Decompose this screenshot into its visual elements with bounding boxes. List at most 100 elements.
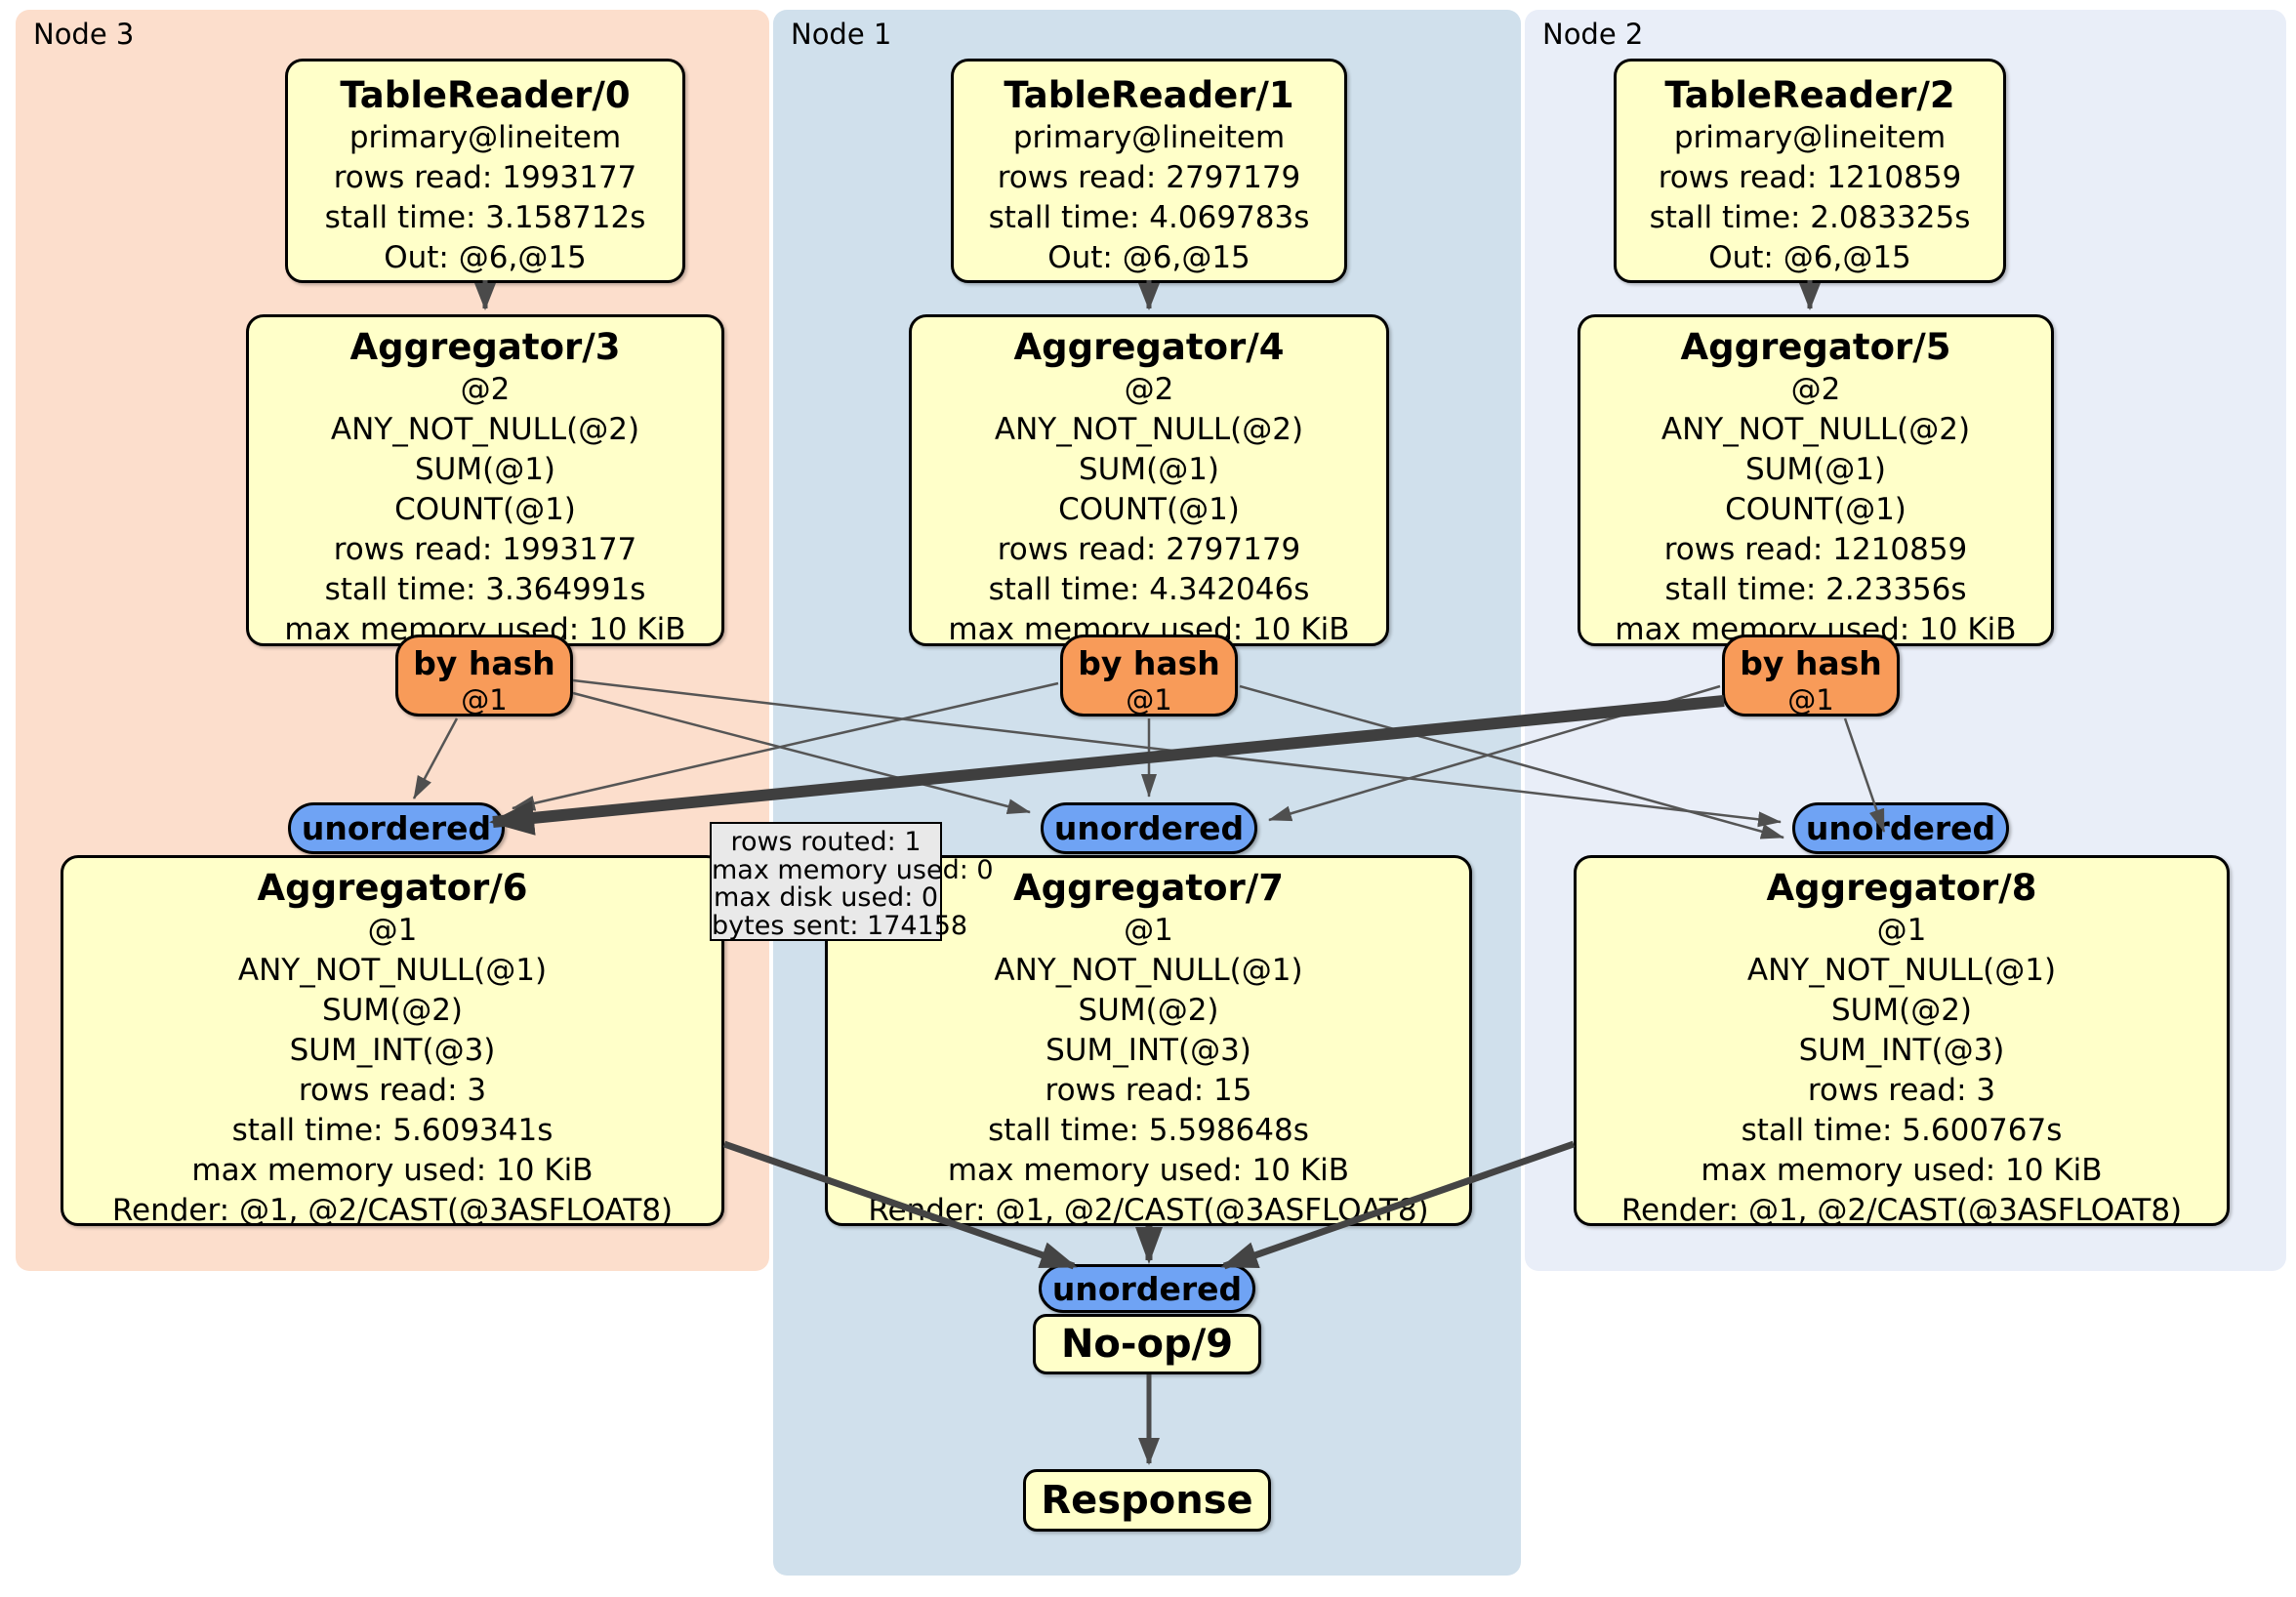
processor-detail: max memory used: 10 KiB (191, 1153, 594, 1188)
processor-detail: SUM(@1) (1744, 452, 1887, 487)
processor-title: TableReader/0 (340, 74, 631, 116)
processor-aggregator-6: Aggregator/6 @1 ANY_NOT_NULL(@1) SUM(@2)… (61, 855, 724, 1228)
router-by-hash-node2: by hash @1 (1722, 635, 1900, 717)
tooltip-stat: max memory used: 0 (712, 854, 994, 885)
processor-detail: rows read: 2797179 (997, 532, 1301, 567)
processor-detail: stall time: 5.600767s (1741, 1113, 2063, 1148)
processor-detail: stall time: 3.364991s (324, 572, 646, 607)
processor-detail: stall time: 3.158712s (324, 200, 646, 235)
sync-unordered-node2: unordered (1792, 802, 2009, 854)
sync-unordered-final: unordered (1039, 1264, 1255, 1313)
processor-detail: @1 (1876, 913, 1927, 948)
tooltip-stat: rows routed: 1 (730, 827, 922, 857)
processor-detail: ANY_NOT_NULL(@1) (1746, 953, 2057, 988)
processor-detail: @2 (460, 372, 511, 407)
sync-label: unordered (1051, 1269, 1243, 1308)
sync-unordered-node3: unordered (288, 802, 505, 854)
processor-detail: rows read: 1210859 (1658, 160, 1962, 195)
processor-detail: Out: @6,@15 (1047, 240, 1250, 275)
processor-detail: stall time: 4.069783s (988, 200, 1310, 235)
processor-detail: SUM_INT(@3) (1798, 1033, 2005, 1068)
processor-detail: ANY_NOT_NULL(@1) (237, 953, 548, 988)
processor-detail: Render: @1, @2/CAST(@3ASFLOAT8) (111, 1193, 674, 1228)
processor-detail: COUNT(@1) (1725, 492, 1906, 527)
processor-detail: ANY_NOT_NULL(@2) (330, 412, 640, 447)
processor-detail: ANY_NOT_NULL(@2) (994, 412, 1304, 447)
processor-detail: SUM(@2) (321, 993, 464, 1028)
edge-stats-tooltip: rows routed: 1 max memory used: 0 max di… (710, 822, 994, 941)
processor-detail: stall time: 4.342046s (988, 572, 1310, 607)
processor-detail: max memory used: 10 KiB (947, 1153, 1350, 1188)
region-label-node3: Node 3 (33, 18, 135, 51)
region-label-node2: Node 2 (1542, 18, 1644, 51)
processor-detail: primary@lineitem (1673, 120, 1947, 155)
processor-title: Aggregator/7 (1012, 867, 1284, 909)
router-stream: @1 (1787, 683, 1834, 717)
processor-title: Response (1041, 1478, 1253, 1523)
processor-title: No-op/9 (1060, 1322, 1234, 1367)
processor-title: TableReader/1 (1004, 74, 1294, 116)
sync-label: unordered (1053, 809, 1245, 847)
router-label: by hash (1078, 644, 1220, 682)
processor-response: Response (1023, 1469, 1271, 1532)
tooltip-stat: max disk used: 0 (713, 882, 939, 913)
processor-title: Aggregator/8 (1766, 867, 2037, 909)
processor-aggregator-8: Aggregator/8 @1 ANY_NOT_NULL(@1) SUM(@2)… (1574, 855, 2230, 1228)
sync-label: unordered (301, 809, 492, 847)
processor-tablereader-1: TableReader/1 primary@lineitem rows read… (951, 59, 1347, 283)
processor-tablereader-0: TableReader/0 primary@lineitem rows read… (285, 59, 685, 283)
processor-detail: ANY_NOT_NULL(@2) (1660, 412, 1971, 447)
processor-title: Aggregator/3 (349, 326, 621, 368)
processor-detail: primary@lineitem (348, 120, 622, 155)
processor-detail: stall time: 2.083325s (1649, 200, 1971, 235)
processor-aggregator-5: Aggregator/5 @2 ANY_NOT_NULL(@2) SUM(@1)… (1578, 314, 2054, 647)
processor-detail: max memory used: 10 KiB (1701, 1153, 2103, 1188)
region-label-node1: Node 1 (791, 18, 892, 51)
processor-detail: @2 (1790, 372, 1841, 407)
router-stream: @1 (1126, 683, 1172, 717)
processor-detail: rows read: 1993177 (333, 532, 637, 567)
processor-detail: @2 (1124, 372, 1174, 407)
processor-detail: COUNT(@1) (394, 492, 576, 527)
processor-detail: SUM_INT(@3) (289, 1033, 496, 1068)
processor-detail: SUM(@2) (1078, 993, 1219, 1028)
processor-detail: Out: @6,@15 (384, 240, 587, 275)
processor-detail: SUM(@1) (1078, 452, 1220, 487)
router-label: by hash (1740, 644, 1882, 682)
processor-title: Aggregator/4 (1013, 326, 1285, 368)
processor-tablereader-2: TableReader/2 primary@lineitem rows read… (1614, 59, 2006, 283)
sync-unordered-node1: unordered (1041, 802, 1257, 854)
tooltip-stat: bytes sent: 174158 (712, 910, 968, 941)
processor-title: Aggregator/5 (1680, 326, 1951, 368)
processor-detail: COUNT(@1) (1058, 492, 1240, 527)
processor-detail: SUM(@2) (1830, 993, 1973, 1028)
processor-detail: ANY_NOT_NULL(@1) (994, 953, 1303, 988)
processor-detail: rows read: 3 (1807, 1073, 1996, 1108)
processor-detail: stall time: 5.609341s (231, 1113, 554, 1148)
processor-title: TableReader/2 (1664, 74, 1955, 116)
processor-detail: Out: @6,@15 (1708, 240, 1911, 275)
router-by-hash-node1: by hash @1 (1060, 635, 1238, 717)
router-by-hash-node3: by hash @1 (395, 635, 573, 717)
processor-detail: rows read: 1210859 (1663, 532, 1968, 567)
processor-detail: stall time: 2.23356s (1664, 572, 1967, 607)
processor-detail: rows read: 1993177 (333, 160, 637, 195)
processor-detail: rows read: 15 (1045, 1073, 1252, 1108)
processor-detail: @1 (367, 913, 418, 948)
processor-aggregator-4: Aggregator/4 @2 ANY_NOT_NULL(@2) SUM(@1)… (909, 314, 1389, 647)
processor-detail: stall time: 5.598648s (988, 1113, 1309, 1148)
processor-detail: Render: @1, @2/CAST(@3ASFLOAT8) (1620, 1193, 2183, 1228)
processor-aggregator-3: Aggregator/3 @2 ANY_NOT_NULL(@2) SUM(@1)… (246, 314, 724, 647)
processor-noop-9: No-op/9 (1033, 1314, 1261, 1374)
processor-detail: SUM(@1) (414, 452, 556, 487)
processor-detail: @1 (1124, 913, 1173, 948)
router-label: by hash (413, 644, 555, 682)
processor-detail: Render: @1, @2/CAST(@3ASFLOAT8) (868, 1193, 1429, 1228)
processor-title: Aggregator/6 (257, 867, 528, 909)
sync-label: unordered (1805, 809, 1996, 847)
processor-detail: rows read: 3 (298, 1073, 487, 1108)
processor-detail: SUM_INT(@3) (1046, 1033, 1251, 1068)
processor-detail: rows read: 2797179 (997, 160, 1301, 195)
processor-detail: primary@lineitem (1012, 120, 1286, 155)
